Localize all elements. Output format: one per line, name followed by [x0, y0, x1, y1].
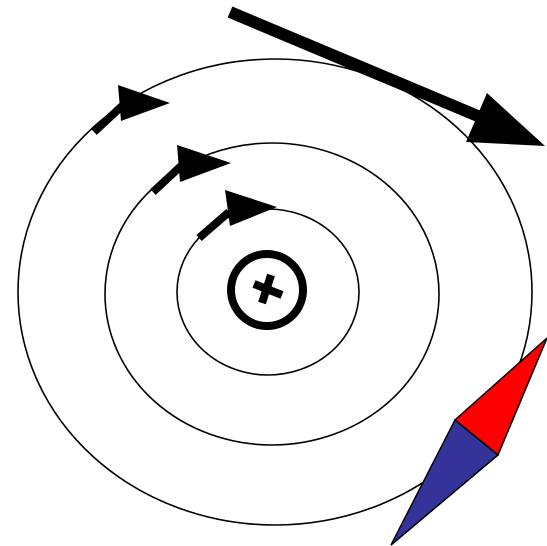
external-arrow	[227, 6, 545, 146]
compass-needle	[390, 337, 547, 546]
circulation-arrow-outer	[91, 85, 170, 135]
source-circle	[227, 250, 307, 330]
field-ring-middle	[104, 142, 440, 446]
source-symbol	[227, 250, 307, 330]
compass-needle-south	[390, 418, 500, 546]
source-cross-stroke-2	[258, 273, 275, 305]
circulation-arrow-middle	[150, 145, 231, 195]
field-ring-outer	[17, 58, 533, 526]
external-arrow-head	[466, 93, 545, 146]
circulation-arrow-inner	[196, 190, 277, 242]
external-arrow-shaft	[227, 6, 495, 128]
